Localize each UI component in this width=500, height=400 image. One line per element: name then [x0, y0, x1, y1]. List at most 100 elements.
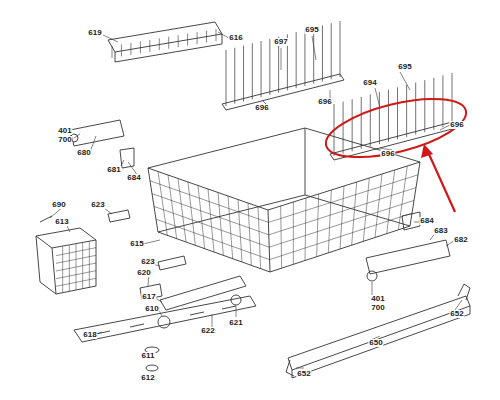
wire-stroke: [452, 73, 453, 125]
tine-row: [222, 74, 344, 110]
wire-stroke: [268, 175, 418, 223]
wire-stroke: [158, 172, 167, 236]
wire-stroke: [243, 46, 244, 102]
clip: [120, 148, 134, 168]
wire-stroke: [305, 198, 306, 261]
wire-stroke: [187, 34, 188, 46]
spray-arm: [74, 296, 256, 342]
wire-stroke: [293, 202, 294, 264]
wire-stroke: [269, 39, 270, 95]
clip-ring: [231, 295, 241, 305]
callout-number: 401: [370, 295, 385, 303]
wire-stroke: [228, 196, 233, 259]
wire-stroke: [340, 21, 341, 77]
pin: [40, 216, 52, 222]
wire-stroke: [248, 203, 251, 265]
wire-stroke: [226, 50, 227, 106]
callout-number: 613: [54, 218, 69, 226]
callout-number: 680: [76, 149, 91, 157]
wire-stroke: [269, 188, 416, 235]
basket-corners: [148, 128, 420, 272]
callout-number: 682: [453, 236, 468, 244]
wire-stroke: [442, 75, 443, 127]
wire-stroke: [238, 200, 242, 263]
wire-stroke: [433, 78, 434, 130]
wire-stroke: [218, 193, 223, 256]
cutlery-basket-body: [36, 236, 96, 294]
callout-number: 610: [144, 305, 159, 313]
callout-number: 615: [129, 240, 144, 248]
callout-number: 619: [87, 29, 102, 37]
callout-number: 696: [449, 121, 464, 129]
callout-number: 700: [57, 136, 72, 144]
wire-stroke: [281, 206, 282, 268]
wire-stroke: [322, 25, 323, 81]
wire-stroke: [208, 189, 214, 252]
wire-stroke: [159, 38, 160, 50]
highlight-ring: [320, 87, 471, 168]
callout-number: 684: [419, 217, 434, 225]
wire-stroke: [178, 179, 186, 243]
callout-number: 611: [141, 352, 156, 360]
cutlery-basket-top: [36, 228, 96, 248]
wire-stroke: [130, 43, 131, 55]
wire-stroke: [56, 278, 96, 286]
wire-stroke: [304, 30, 305, 86]
rack-bracket: [70, 120, 124, 146]
wire-stroke: [168, 175, 177, 239]
wire-stroke: [76, 244, 77, 290]
callout-number: 700: [370, 304, 385, 312]
callout-number: 694: [362, 79, 377, 87]
wire-stroke: [387, 170, 395, 234]
wire-stroke: [140, 41, 141, 53]
callout-number: 697: [273, 38, 288, 46]
wire-stroke: [252, 43, 253, 99]
wire-stroke: [296, 32, 297, 88]
callout-number: 623: [140, 258, 155, 266]
callout-number: 620: [136, 269, 151, 277]
wire-stroke: [56, 271, 96, 279]
wire-stroke: [149, 40, 150, 52]
callout-number: 623: [90, 201, 105, 209]
clip: [158, 256, 186, 270]
tine-rail-side: [115, 34, 222, 62]
wire-stroke: [206, 31, 207, 43]
clip: [108, 210, 130, 222]
wire-stroke: [375, 174, 382, 238]
wire-stroke: [388, 90, 389, 142]
slide-rail: [288, 296, 470, 370]
wire-stroke: [313, 28, 314, 84]
wire-stroke: [261, 41, 262, 97]
nut: [146, 365, 158, 371]
callout-number: 681: [106, 166, 121, 174]
wire-stroke: [379, 92, 380, 144]
clip: [402, 212, 420, 230]
highlight-arrow: [428, 152, 455, 212]
wire-stroke: [168, 37, 169, 49]
callout-number: 684: [126, 174, 141, 182]
callout-number: 696: [317, 98, 332, 106]
wire-stroke: [340, 186, 344, 249]
callout-number: 621: [228, 319, 243, 327]
wire-stroke: [82, 243, 83, 289]
callout-number: 612: [140, 374, 155, 382]
wire-stroke: [234, 48, 235, 104]
valve: [140, 284, 162, 300]
wire-stroke: [154, 206, 269, 247]
wire-stroke: [258, 207, 261, 269]
wire-stroke: [424, 80, 425, 132]
rail-stop: [286, 284, 470, 376]
spray-holes: [96, 306, 236, 334]
callout-number: 695: [397, 63, 412, 71]
wire-stroke: [406, 85, 407, 137]
callout-number: 696: [380, 150, 395, 158]
callout-number: 618: [82, 331, 97, 339]
wire-stroke: [269, 200, 414, 247]
wire-stroke: [397, 87, 398, 139]
wire-stroke: [363, 178, 369, 241]
callout-number: 652: [296, 370, 311, 378]
wire-stroke: [198, 186, 205, 249]
tine-rail: [108, 22, 222, 52]
callout-number: 617: [141, 293, 156, 301]
callout-number: 695: [304, 26, 319, 34]
